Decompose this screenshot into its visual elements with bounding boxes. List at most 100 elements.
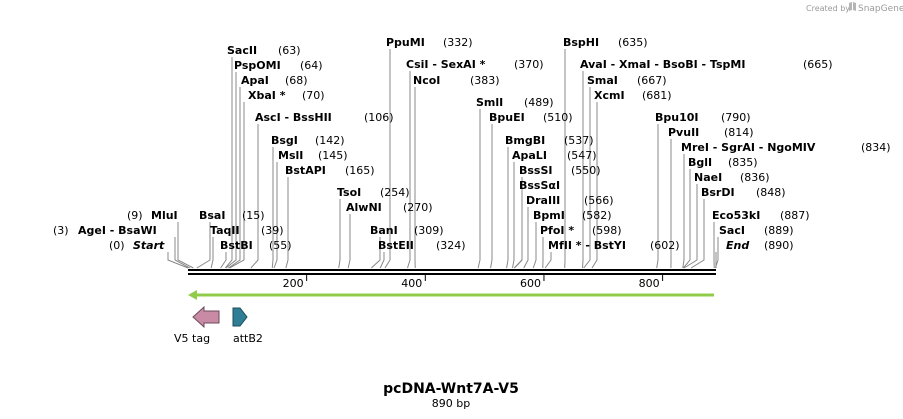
enzyme-name: BsaI [199,209,225,222]
enzyme-position: (324) [436,239,466,252]
enzyme-position: (70) [302,89,325,102]
enzyme-position: (582) [582,209,612,222]
enzyme-position: (165) [345,164,375,177]
enzyme-position: (332) [443,36,473,49]
enzyme-position: (0) [109,239,125,252]
plasmid-title: pcDNA-Wnt7A-V5 [383,381,519,397]
enzyme-name: MfII * - BstYI [548,239,626,252]
feature-v5-tag: V5 tag [174,305,220,345]
enzyme-position: (681) [642,89,672,102]
enzyme-leader-line [338,199,341,269]
enzyme-leader-line [225,72,237,269]
enzyme-position: (667) [637,74,667,87]
enzyme-position: (834) [861,141,891,154]
enzyme-position: (63) [278,44,301,57]
enzyme-leader-line [167,252,189,269]
enzyme-leader-line [506,147,509,269]
enzyme-position: (254) [380,186,410,199]
enzyme-position: (68) [285,74,308,87]
enzyme-position: (835) [728,156,758,169]
enzyme-position: (142) [315,134,345,147]
enzyme-leader-line [228,87,241,269]
feature-label-attb2: attB2 [233,332,263,345]
enzyme-position: (370) [514,58,544,71]
enzyme-position: (566) [584,194,614,207]
enzyme-leader-line [379,252,385,269]
enzyme-position: (848) [756,186,786,199]
enzyme-position: (790) [721,111,751,124]
enzyme-name: ApaLI [512,149,547,162]
enzyme-leader-line [513,192,523,269]
enzyme-name: TsoI [337,186,361,199]
enzyme-leader-line [285,177,289,269]
enzyme-name: BpmI [533,209,565,222]
enzyme-position: (383) [470,74,500,87]
enzyme-name: BstEII [378,239,414,252]
enzyme-name: SacI [719,224,745,237]
enzyme-leader-line [250,124,259,269]
enzyme-position: (550) [571,164,601,177]
enzyme-name: BanI [370,224,398,237]
feature-attb2: attB2 [232,307,263,345]
enzyme-labels: SacII(63)PspOMI(64)ApaI(68)XbaI *(70)Asc… [53,36,891,252]
enzyme-leader-line [220,252,227,269]
enzyme-leader-line [224,57,233,269]
enzyme-leader-line [196,222,211,269]
axis-tick-label: 600 [520,277,541,290]
axis-tick-label: 200 [283,277,304,290]
enzyme-leader-line [682,169,691,269]
enzyme-leader-line [512,162,515,269]
enzyme-position: (15) [242,209,265,222]
enzyme-position: (64) [300,59,323,72]
enzyme-name: PfoI * [540,224,574,237]
axis-tick-label: 800 [639,277,660,290]
enzyme-leader-line [544,252,552,269]
enzyme-position: (106) [364,111,394,124]
enzyme-position: (39) [261,224,284,237]
enzyme-name: TaqII [210,224,240,237]
enzyme-name: AgeI - BsaWI [78,224,157,237]
enzyme-position: (889) [764,224,794,237]
credit-brand: SnapGene [858,4,903,14]
enzyme-position: (836) [740,171,770,184]
enzyme-leader-line [490,124,493,269]
enzyme-leader-line [177,222,194,269]
enzyme-position: (270) [403,201,433,214]
enzyme-leader-line [210,237,214,269]
enzyme-name: BglI [688,156,712,169]
enzyme-name: DraIII [526,194,560,207]
enzyme-name: End [726,239,749,252]
enzyme-name: MslI [278,149,303,162]
enzyme-name: AscI - BssHII [255,111,332,124]
orf-arrow [188,290,714,300]
enzyme-leader-line [583,87,591,269]
leader-lines [167,49,719,269]
enzyme-position: (598) [592,224,622,237]
plasmid-length: 890 bp [432,397,470,410]
enzyme-leader-line [273,162,278,269]
enzyme-name: XcmI [594,89,625,102]
feature-label-v5-tag: V5 tag [174,332,210,345]
enzyme-position: (602) [650,239,680,252]
enzyme-position: (814) [724,126,754,139]
enzyme-leader-line [523,207,529,269]
enzyme-leader-line [347,214,351,269]
enzyme-name: NaeI [694,171,722,184]
enzyme-name: ApaI [241,74,269,87]
enzyme-position: (309) [414,224,444,237]
axis-tick-label: 400 [401,277,422,290]
enzyme-position: (537) [564,134,594,147]
enzyme-leader-line [370,237,381,269]
enzyme-name: MreI - SgrAI - NgoMIV [681,141,816,154]
enzyme-leader-line [656,124,659,269]
enzyme-position: (635) [618,36,648,49]
enzyme-position: (3) [53,224,69,237]
enzyme-position: (55) [269,239,292,252]
enzyme-name: BstBI [220,239,253,252]
enzyme-name: SmlI [476,96,503,109]
enzyme-name: BmgBI [505,134,545,147]
enzyme-name: AlwNI [346,201,382,214]
enzyme-position: (547) [567,149,597,162]
enzyme-position: (145) [318,149,348,162]
